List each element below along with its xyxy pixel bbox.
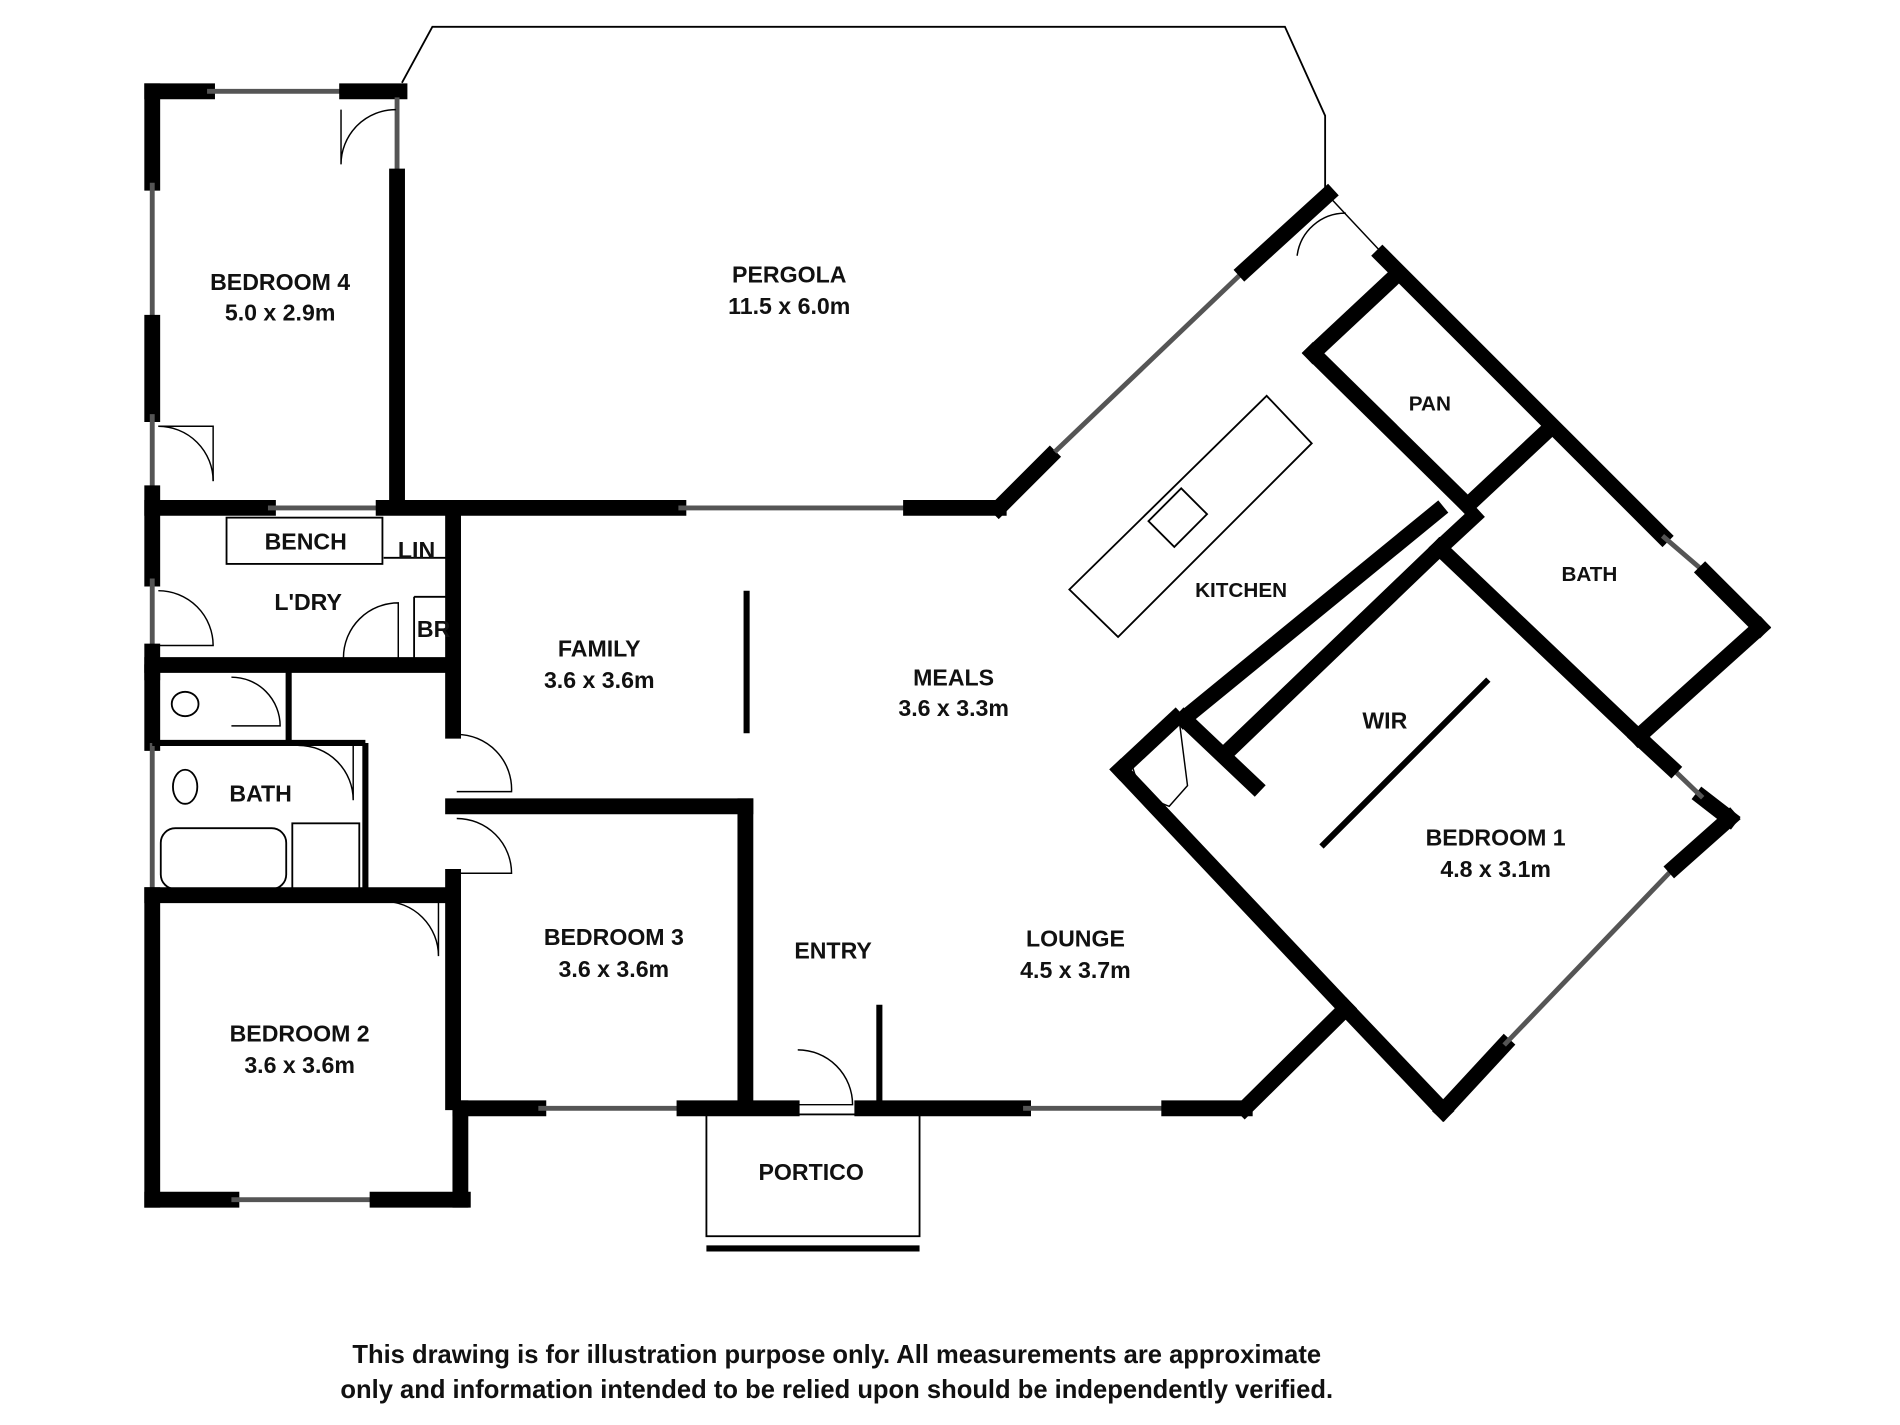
laundry-label: L'DRY [274,589,342,615]
lounge-label: LOUNGE [1026,925,1125,951]
disclaimer-line2: only and information intended to be reli… [340,1376,1333,1404]
family-label: FAMILY [558,635,641,661]
linen-label: LIN [398,537,435,563]
pantry-label: PAN [1409,392,1451,415]
disclaimer-line1: This drawing is for illustration purpose… [352,1341,1321,1369]
doors [158,108,1346,1106]
bench-label: BENCH [265,528,347,554]
family-size: 3.6 x 3.6m [544,667,655,693]
bedroom3-label: BEDROOM 3 [544,924,684,950]
bath-right-label: BATH [1561,563,1617,586]
bedroom3-size: 3.6 x 3.6m [559,956,670,982]
meals-size: 3.6 x 3.3m [898,695,1009,721]
bedroom1-size: 4.8 x 3.1m [1440,856,1551,882]
meals-label: MEALS [913,665,994,691]
pergola-label: PERGOLA [732,262,847,288]
entry-label: ENTRY [794,938,872,964]
bedroom4-size: 5.0 x 2.9m [225,299,336,325]
broom-label: BR [417,616,451,642]
bedroom2-size: 3.6 x 3.6m [244,1052,355,1078]
bath-left-label: BATH [229,780,292,806]
portico-label: PORTICO [758,1159,863,1185]
walls [144,83,1772,1252]
wir-label: WIR [1362,707,1407,733]
pergola-size: 11.5 x 6.0m [728,293,850,319]
bedroom4-label: BEDROOM 4 [210,269,350,295]
lounge-size: 4.5 x 3.7m [1020,957,1131,983]
bedroom1-label: BEDROOM 1 [1426,824,1566,850]
kitchen-label: KITCHEN [1195,579,1287,602]
bedroom2-label: BEDROOM 2 [230,1020,370,1046]
pergola-outline [401,25,1327,189]
